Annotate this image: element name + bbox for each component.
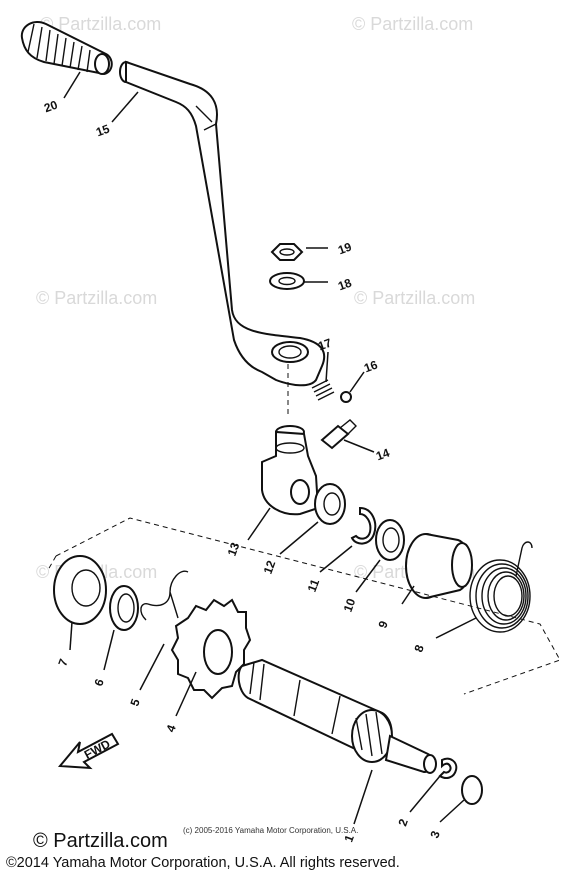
watermark: © Partzilla.com	[36, 288, 158, 308]
callout-17: 17	[316, 335, 334, 353]
part-8-torsion-spring	[469, 541, 533, 633]
part-16-ball	[340, 391, 352, 403]
fwd-arrow-icon: FWD	[57, 732, 120, 770]
callout-18: 18	[336, 275, 354, 293]
callout-5: 5	[127, 697, 143, 708]
part-9-spring-cover	[405, 533, 473, 599]
part-13-boss	[261, 425, 320, 516]
watermark: © Partzilla.com	[354, 288, 476, 308]
callout-6: 6	[91, 677, 107, 688]
footer-copyright: ©2014 Yamaha Motor Corporation, U.S.A. A…	[6, 855, 400, 871]
part-6-washer	[109, 585, 139, 631]
part-18-washer	[269, 272, 305, 290]
watermark: © Partzilla.com	[352, 14, 474, 34]
callout-7: 7	[55, 657, 71, 668]
part-10-washer	[375, 519, 405, 561]
part-20-grip	[20, 20, 113, 76]
callout-10: 10	[341, 596, 359, 614]
part-19-nut	[270, 243, 304, 261]
callout-19: 19	[336, 239, 354, 257]
callout-13: 13	[225, 540, 243, 558]
part-11-circlip	[350, 506, 377, 545]
callout-1: 1	[341, 833, 357, 844]
callout-2: 2	[395, 817, 411, 828]
callout-20: 20	[42, 97, 60, 115]
diagram-copyright-small: (c) 2005-2016 Yamaha Motor Corporation, …	[183, 826, 359, 835]
part-14-bolt	[320, 419, 357, 450]
callout-4: 4	[163, 723, 179, 734]
part-1-kick-axle	[237, 658, 437, 774]
callout-16: 16	[362, 357, 380, 375]
part-7-plate-washer	[53, 555, 107, 625]
watermark: © Partzilla.com	[40, 14, 162, 34]
callout-14: 14	[374, 445, 392, 463]
part-3-ring	[461, 775, 483, 805]
part-17-spring	[311, 379, 335, 401]
part-4-kick-gear	[170, 598, 252, 700]
assembly-dashed-box	[47, 517, 561, 695]
part-12-oil-seal	[314, 483, 346, 525]
part-5-clip	[140, 570, 189, 621]
callout-12: 12	[261, 558, 279, 576]
footer-site-credit: © Partzilla.com	[33, 830, 168, 852]
callout-9: 9	[375, 619, 391, 630]
part-15-kick-crank	[119, 60, 326, 416]
callout-11: 11	[305, 577, 323, 594]
callout-3: 3	[427, 829, 443, 840]
callout-15: 15	[94, 121, 112, 139]
part-2-circlip	[438, 757, 458, 779]
leader-lines	[63, 71, 477, 825]
callout-8: 8	[411, 643, 427, 654]
callout-labels: 20 15 19 18 17 16 14 13 12 11 10 9 8 7 6…	[42, 97, 443, 844]
